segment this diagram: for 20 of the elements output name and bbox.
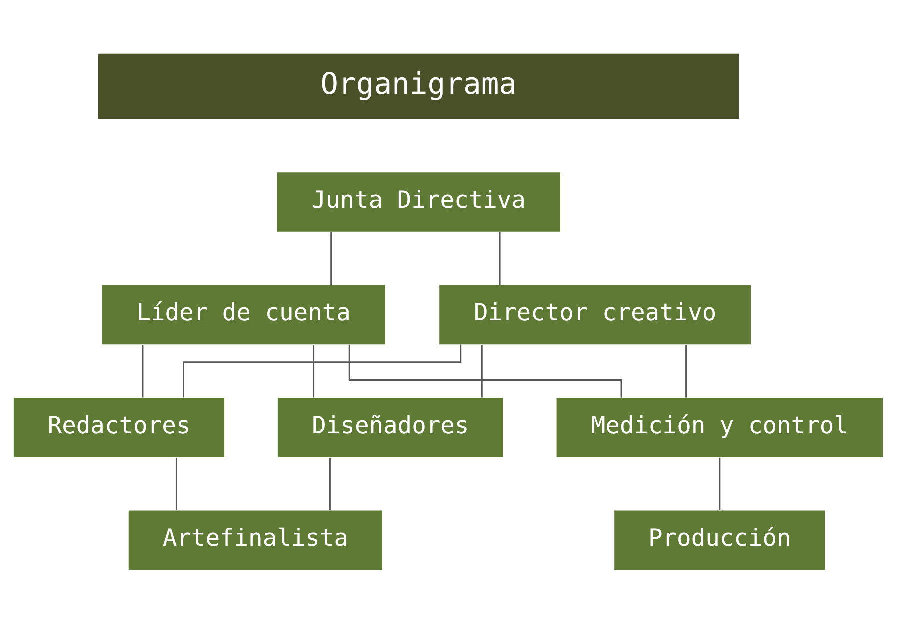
connector <box>313 345 315 398</box>
connector <box>348 344 622 398</box>
node-box: Organigrama <box>98 54 740 120</box>
connector <box>142 345 144 398</box>
connector <box>481 345 483 398</box>
connector <box>499 232 501 286</box>
node-box: Líder de cuenta <box>102 285 386 345</box>
connector <box>719 458 721 510</box>
node-box: Artefinalista <box>128 510 382 570</box>
connector <box>176 458 178 510</box>
node-box: Director creativo <box>440 285 752 345</box>
node-box: Producción <box>614 510 826 570</box>
connector <box>329 458 331 510</box>
node-box: Junta Directiva <box>277 172 560 232</box>
node-box: Medición y control <box>556 398 884 458</box>
node-box: Diseñadores <box>278 398 504 458</box>
connector <box>330 232 332 286</box>
node-box: Redactores <box>14 398 225 458</box>
connector <box>686 345 688 398</box>
connector <box>183 344 462 398</box>
